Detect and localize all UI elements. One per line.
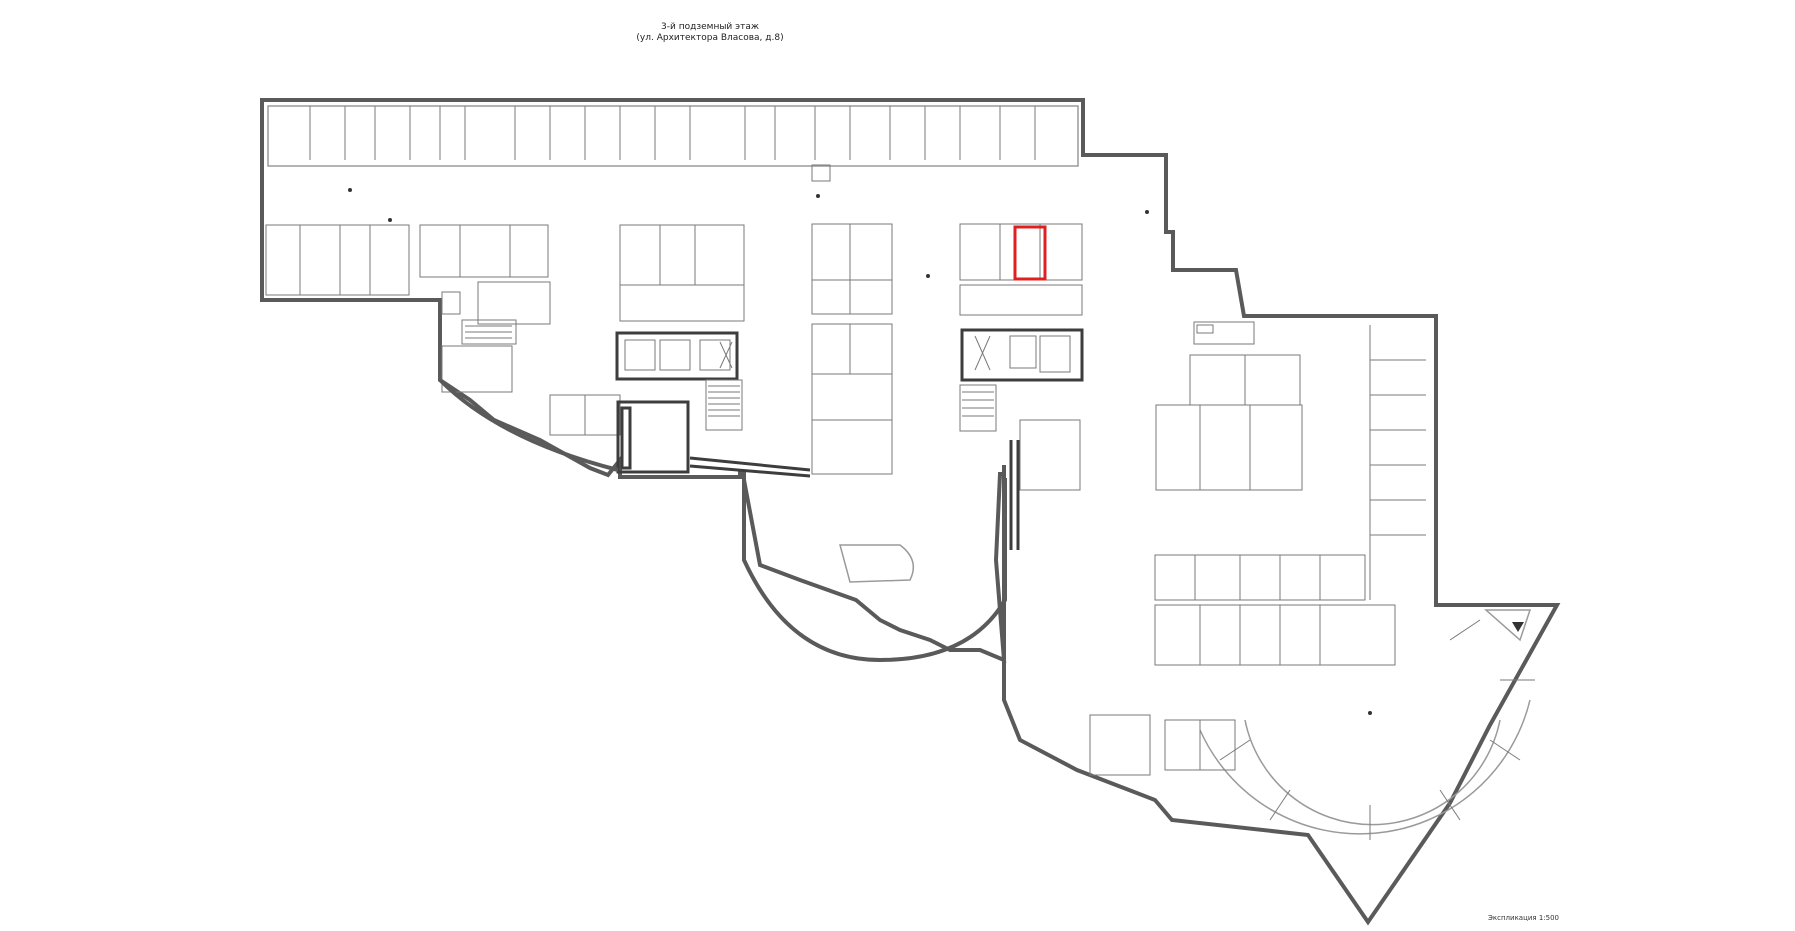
lower-right-stalls — [1089, 714, 1236, 776]
central-hall — [742, 478, 1007, 663]
plan-title-line-1: 3-й подземный этаж — [661, 22, 759, 32]
scale-note: Экспликация 1:500 — [1488, 914, 1560, 922]
left-wing-top-stalls — [267, 105, 1079, 182]
corner-stair — [1484, 609, 1532, 642]
selected-parking-space[interactable] — [1013, 225, 1047, 281]
left-wing-second-stalls — [265, 224, 745, 322]
ramp-corridor — [689, 456, 811, 478]
central-stalls — [811, 223, 893, 475]
building-outline — [260, 98, 1561, 926]
plan-title: 3-й подземный этаж (ул. Архитектора Влас… — [0, 0, 1795, 60]
left-stair-core — [441, 281, 743, 474]
parking-markers — [348, 188, 1372, 715]
right-middle-stalls — [1154, 554, 1396, 666]
circular-ramp — [1199, 619, 1535, 840]
vertical-partitions — [1009, 440, 1020, 550]
right-stall-block — [959, 223, 1084, 491]
right-wing-stalls — [1155, 321, 1426, 600]
plan-title-line-2: (ул. Архитектора Власова, д.8) — [636, 33, 784, 43]
left-arc-wall — [438, 378, 619, 472]
